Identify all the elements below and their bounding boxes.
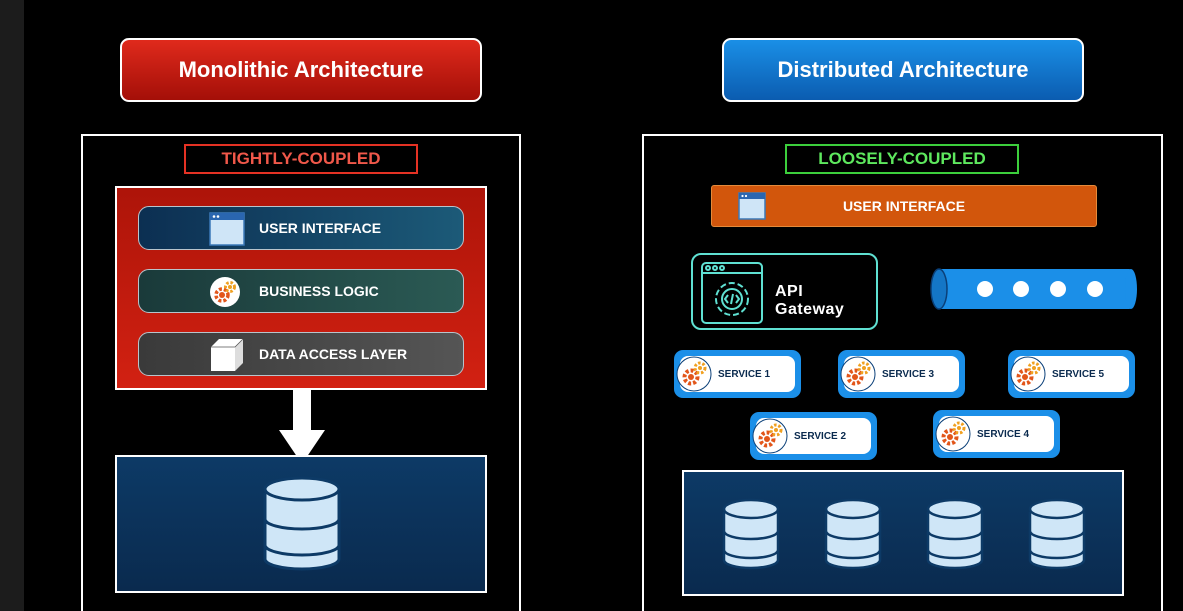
api-gateway: API Gateway	[691, 253, 878, 330]
gears-icon	[1010, 356, 1046, 392]
gears-icon	[935, 416, 971, 452]
service-1: SERVICE 1	[674, 350, 801, 398]
arrow-down-icon	[279, 390, 325, 464]
distributed-database-box	[682, 470, 1124, 596]
ui-bar-label: USER INTERFACE	[842, 198, 966, 214]
layer-label: DATA ACCESS LAYER	[259, 346, 408, 362]
service-2: SERVICE 2	[750, 412, 877, 460]
gears-icon	[840, 356, 876, 392]
service-5: SERVICE 5	[1008, 350, 1135, 398]
distributed-user-interface: USER INTERFACE	[711, 185, 1097, 227]
cube-icon	[209, 337, 245, 373]
api-gateway-icon	[700, 261, 764, 325]
database-icon	[926, 498, 984, 570]
distributed-title: Distributed Architecture	[722, 38, 1084, 102]
database-icon	[722, 498, 780, 570]
layer-business-logic: BUSINESS LOGIC	[138, 269, 464, 313]
tightly-coupled-badge: TIGHTLY-COUPLED	[184, 144, 418, 174]
service-4: SERVICE 4	[933, 410, 1060, 458]
service-label: SERVICE 5	[1052, 368, 1105, 380]
monolithic-panel	[81, 134, 521, 611]
monolith-database-box	[115, 455, 487, 593]
service-label: SERVICE 4	[977, 428, 1030, 440]
layer-label: USER INTERFACE	[259, 220, 382, 236]
message-queue-icon	[929, 268, 1139, 310]
layer-label: BUSINESS LOGIC	[259, 283, 379, 299]
gears-icon	[752, 418, 788, 454]
service-label: SERVICE 3	[882, 368, 935, 380]
service-label: SERVICE 1	[718, 368, 771, 380]
api-gateway-label: API Gateway	[775, 283, 845, 318]
service-label: SERVICE 2	[794, 430, 847, 442]
gears-icon	[209, 276, 241, 308]
layer-user-interface: USER INTERFACE	[138, 206, 464, 250]
layer-data-access: DATA ACCESS LAYER	[138, 332, 464, 376]
browser-window-icon	[209, 212, 245, 246]
service-3: SERVICE 3	[838, 350, 965, 398]
left-edge-bar	[0, 0, 24, 611]
database-icon	[262, 475, 342, 571]
browser-window-icon	[738, 192, 766, 220]
distributed-panel	[642, 134, 1163, 611]
database-icon	[1028, 498, 1086, 570]
monolithic-title: Monolithic Architecture	[120, 38, 482, 102]
database-icon	[824, 498, 882, 570]
loosely-coupled-badge: LOOSELY-COUPLED	[785, 144, 1019, 174]
gears-icon	[676, 356, 712, 392]
